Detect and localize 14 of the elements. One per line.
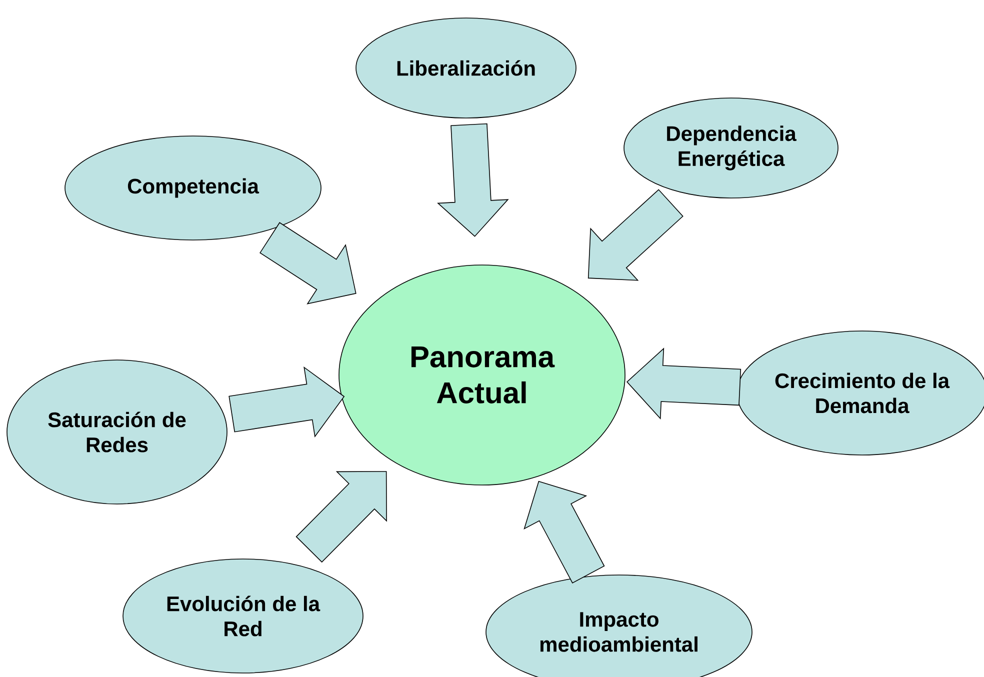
block-arrow	[626, 348, 742, 420]
block-arrow	[437, 123, 509, 237]
block-arrow	[260, 222, 356, 304]
block-arrow	[228, 366, 345, 438]
ellipse-node: Dependencia Energética	[624, 98, 838, 198]
ellipse-node: Saturación de Redes	[6, 360, 228, 504]
ellipse-node: Liberalización	[356, 18, 576, 118]
block-arrow	[524, 480, 605, 584]
ellipse-node: Evolución de la Red	[122, 558, 364, 674]
block-arrow	[588, 189, 684, 281]
ellipse-node: Impacto medioambiental	[486, 574, 752, 677]
ellipse-node: Crecimiento de la Demanda	[736, 330, 984, 456]
ellipse-node: Panorama Actual	[338, 264, 626, 486]
ellipse-node: Competencia	[64, 136, 322, 240]
